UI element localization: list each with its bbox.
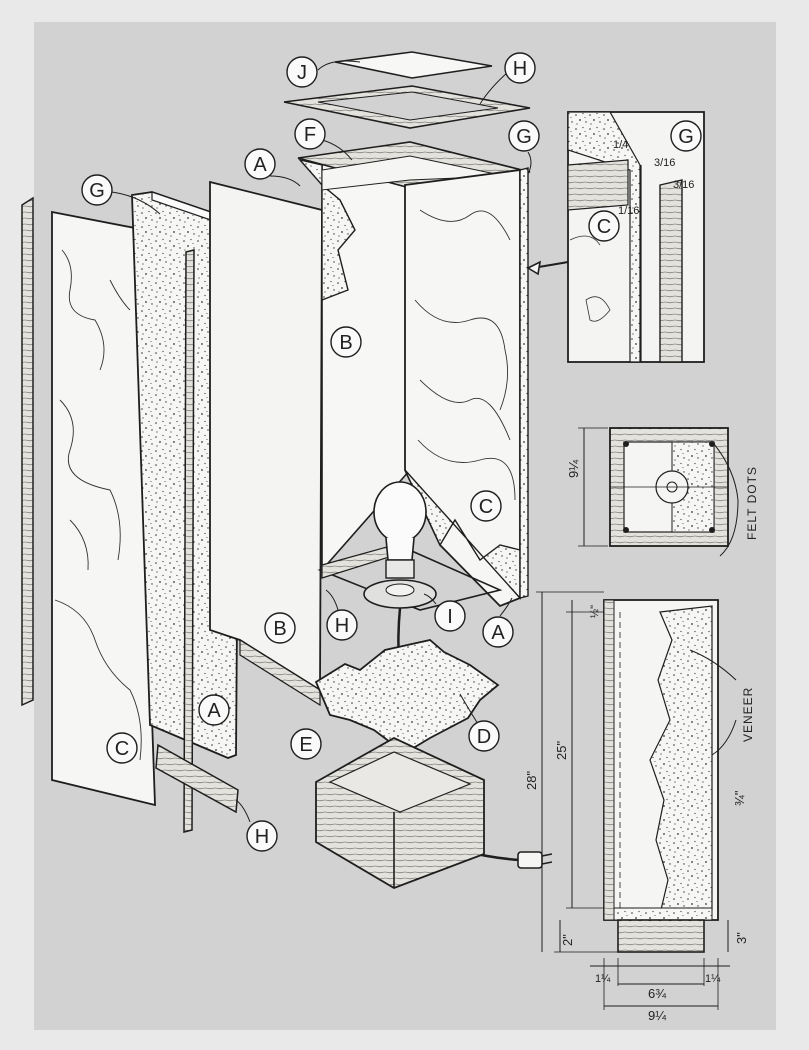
felt-dot (709, 527, 715, 533)
detail-dim-quarter: 1/4 (613, 139, 628, 151)
callout-j: J (286, 56, 361, 88)
callout-f: F (294, 118, 353, 161)
corner-strip-g-left (21, 196, 34, 707)
svg-text:A: A (253, 154, 267, 176)
svg-text:H: H (255, 826, 269, 848)
box-right-edge-a (519, 167, 529, 599)
callout-h-top: H (479, 52, 536, 105)
svg-text:C: C (479, 496, 493, 518)
callout-c-left: C (106, 732, 138, 764)
callout-h-middle: H (325, 589, 358, 641)
svg-text:J: J (297, 62, 307, 84)
svg-text:C: C (597, 216, 611, 238)
cleat-strip-h-vertical (183, 249, 195, 833)
detail-dim-1-16: 1/16 (618, 205, 639, 217)
section-bottom-plate (613, 907, 713, 921)
callout-g-detail: G (670, 120, 702, 152)
detail-strip-g (659, 179, 683, 363)
callout-c-right: C (470, 490, 502, 522)
svg-text:A: A (207, 700, 221, 722)
callout-a-right: A (482, 597, 514, 648)
section-overall-height: 28" (524, 771, 539, 790)
wood-base-e-inside (328, 751, 472, 813)
svg-text:C: C (115, 738, 129, 760)
cleat-strip-h-lower (155, 743, 239, 814)
felt-dot (623, 527, 629, 533)
svg-text:G: G (89, 180, 105, 202)
veneer-pattern-right (414, 209, 516, 501)
callout-a-top: A (244, 148, 301, 187)
felt-dot (709, 441, 715, 447)
callout-d: D (459, 693, 500, 752)
panel-b-front (209, 180, 323, 692)
svg-text:I: I (447, 606, 453, 628)
svg-text:G: G (678, 126, 694, 148)
svg-text:A: A (491, 622, 505, 644)
callout-h-bottom: H (235, 799, 278, 852)
callout-i: I (423, 593, 466, 632)
detail-corner-block (567, 159, 629, 211)
section-top-gap: ½" (589, 605, 601, 618)
section-right-margin: 1¼ (705, 973, 721, 985)
detail-dim-3-16a: 3/16 (654, 157, 675, 169)
section-inner-width: 6¾ (648, 986, 666, 1001)
top-view-width-dim: 9¼ (566, 460, 581, 478)
callout-g-top: G (508, 120, 540, 175)
felt-dots-label: FELT DOTS (745, 466, 759, 540)
svg-text:F: F (304, 124, 316, 146)
veneer-panel-c-left (51, 210, 156, 807)
svg-text:B: B (273, 618, 286, 640)
veneer-pattern-left (54, 249, 142, 761)
callout-b-upper: B (330, 326, 362, 358)
svg-text:H: H (335, 615, 349, 637)
svg-text:H: H (513, 58, 527, 80)
svg-text:G: G (516, 126, 532, 148)
section-outer-width: 9¼ (648, 1008, 666, 1023)
panel-b-bottom-cleat (239, 638, 321, 707)
detail-speckled-wall (567, 111, 641, 363)
callout-g-left: G (81, 174, 161, 215)
section-speckled-wall (649, 605, 713, 915)
section-base-height: 2" (560, 934, 575, 946)
callout-c-detail: C (588, 210, 620, 242)
section-wall-dim: ¾" (732, 790, 747, 806)
svg-text:E: E (299, 734, 312, 756)
callout-a-left: A (198, 694, 230, 726)
section-left-margin: 1¼ (595, 973, 611, 985)
detail-arrow (526, 260, 542, 276)
light-bulb-icon (363, 481, 437, 609)
box-left-edge-a (298, 158, 356, 302)
section-base-box (617, 919, 705, 953)
detail-dim-3-16b: 3/16 (673, 179, 694, 191)
svg-text:D: D (477, 726, 491, 748)
felt-dot (623, 441, 629, 447)
base-plate-d (314, 639, 500, 751)
veneer-label: VENEER (741, 687, 755, 742)
svg-text:B: B (339, 332, 352, 354)
callout-b-lower: B (264, 612, 296, 644)
top-frame-h-opening (317, 91, 499, 121)
glass-top-j (334, 51, 493, 79)
section-inner-height: 25" (554, 741, 569, 760)
section-bottom-gap: 3" (734, 932, 749, 944)
callout-e: E (290, 728, 322, 760)
